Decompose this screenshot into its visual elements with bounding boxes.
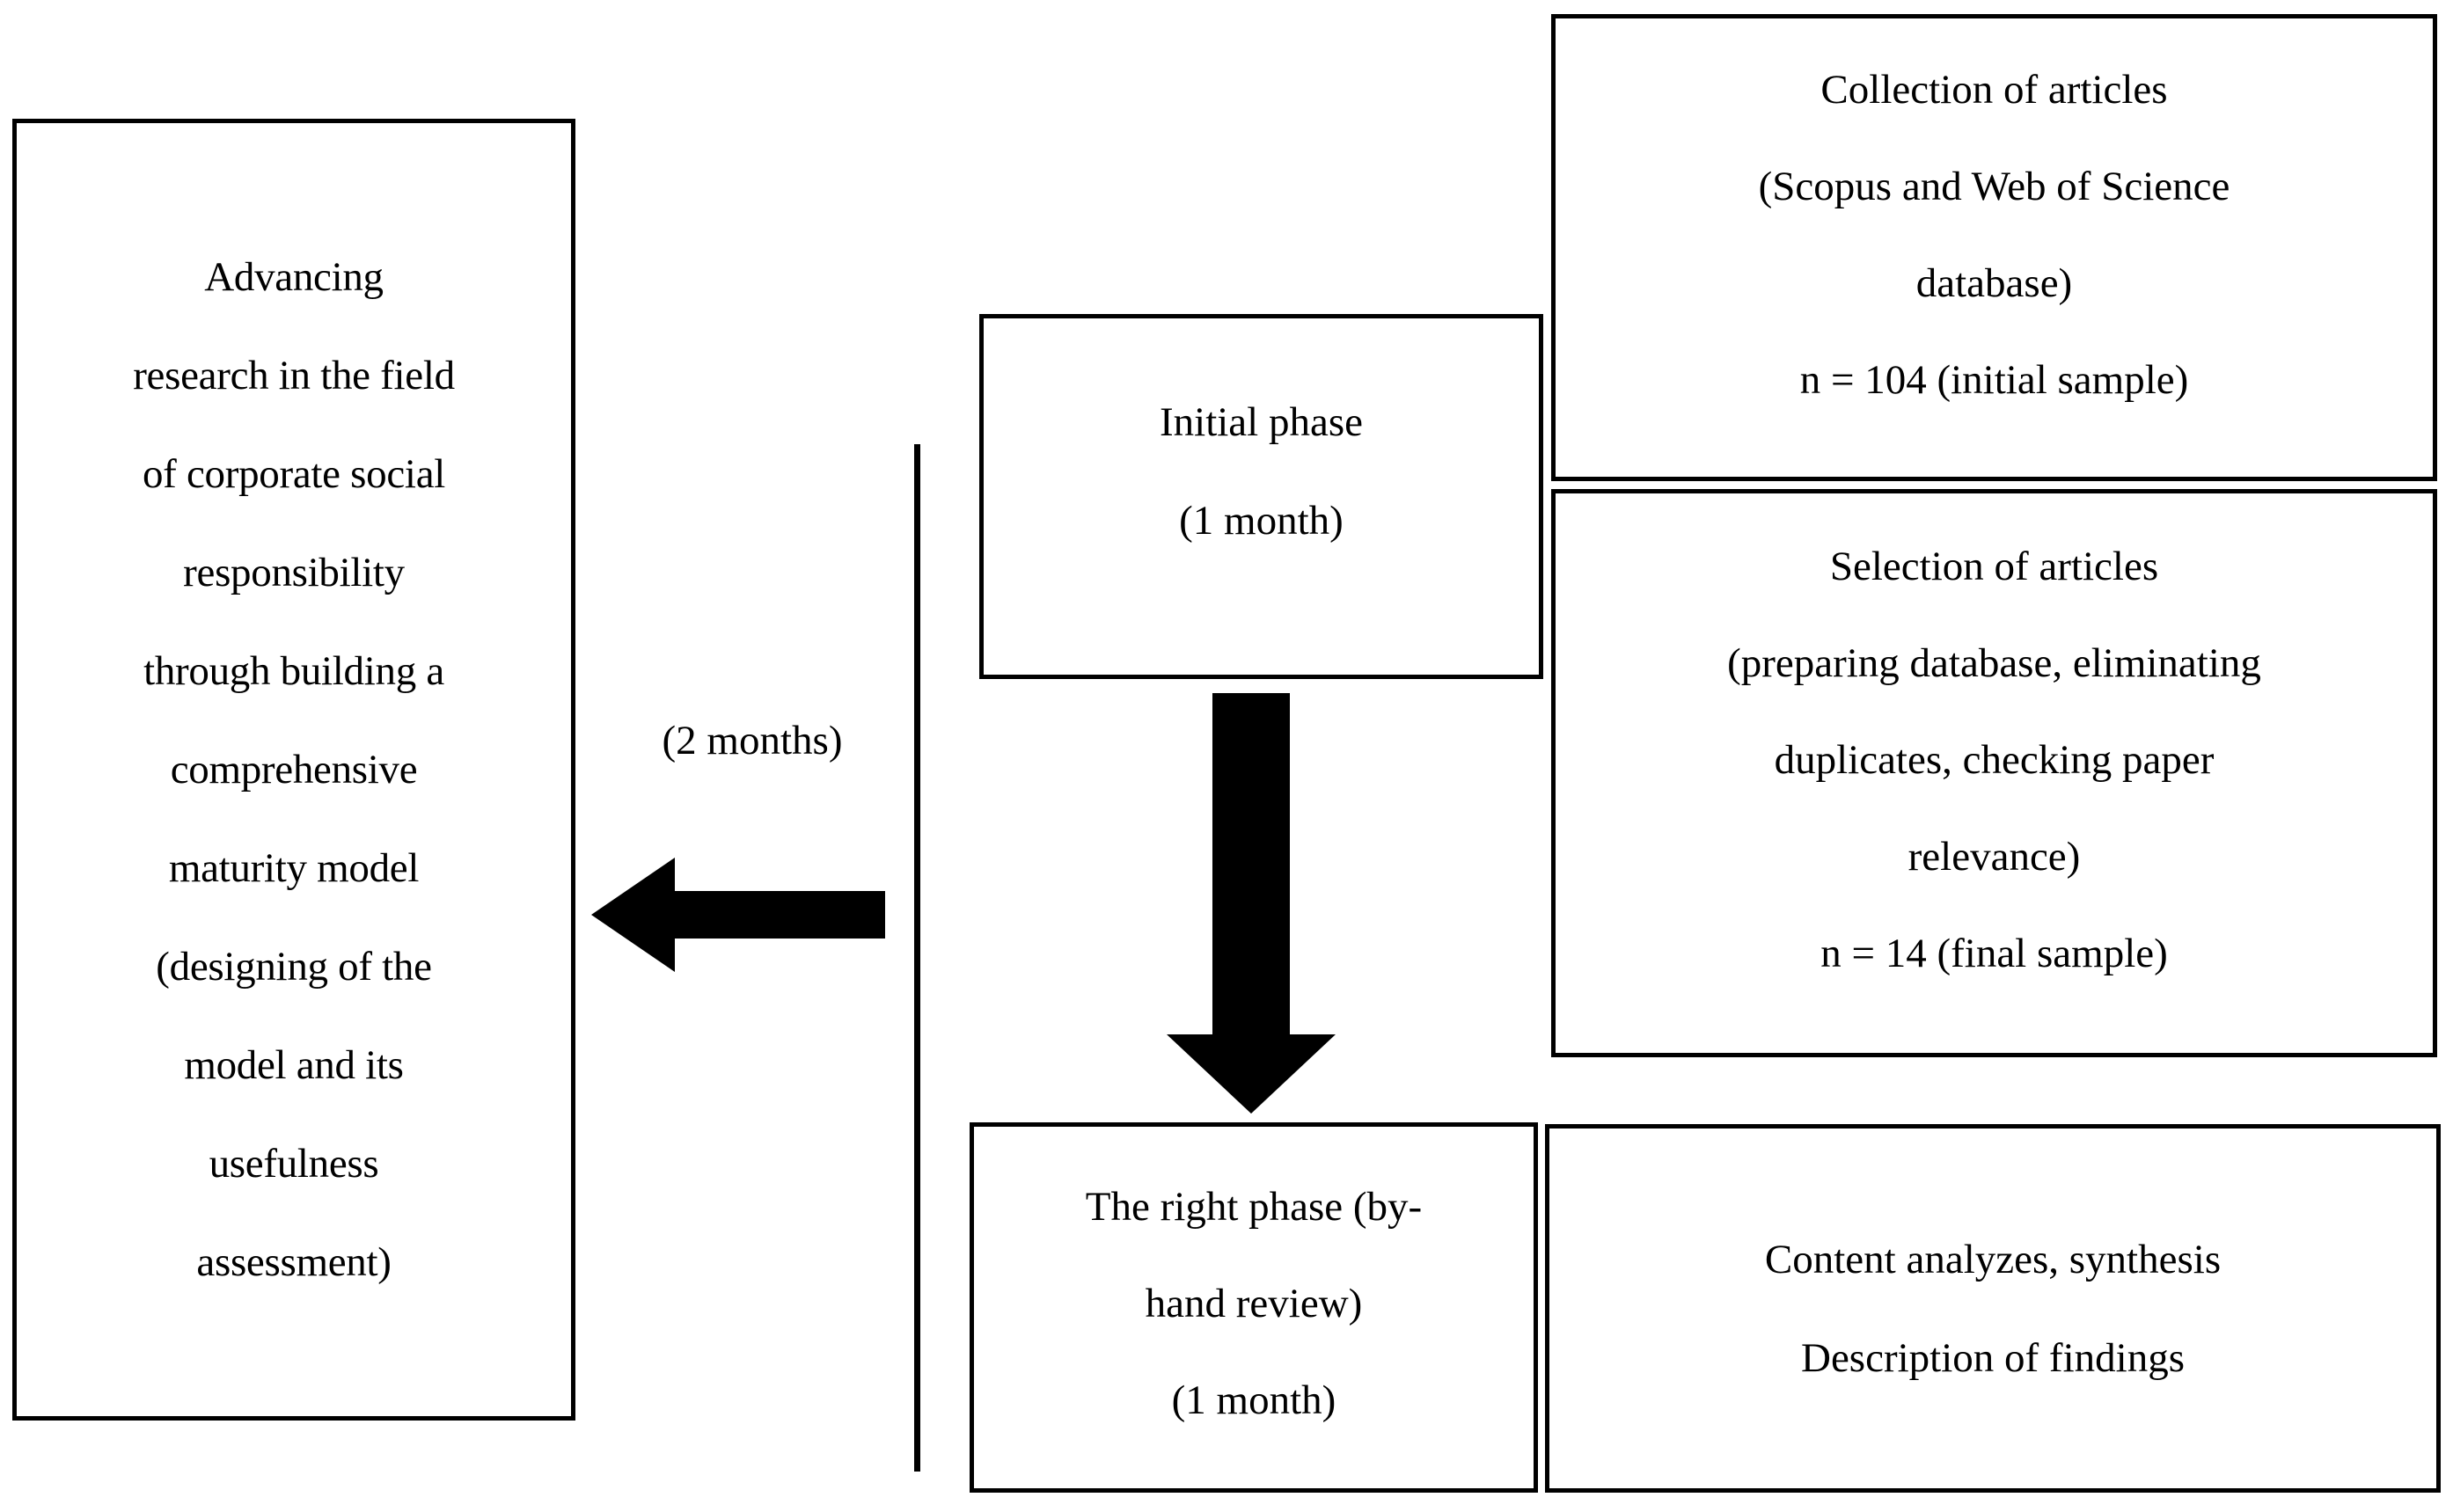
- box-selection-line-1: Selection of articles: [1829, 544, 2159, 589]
- box-research-objective: Advancing research in the field of corpo…: [12, 119, 575, 1421]
- box-objective-line-2: research in the field: [133, 353, 455, 398]
- vertical-bracket-line: [914, 444, 920, 1472]
- box-objective-line-6: comprehensive: [170, 747, 418, 793]
- box-objective-line-3: of corporate social: [142, 451, 446, 497]
- box-objective-line-4: responsibility: [183, 550, 405, 595]
- box-collection-of-articles: Collection of articles (Scopus and Web o…: [1551, 14, 2437, 481]
- box-content-analysis: Content analyzes, synthesis Description …: [1545, 1124, 2441, 1493]
- box-initial-phase: Initial phase (1 month): [979, 314, 1543, 679]
- box-objective-line-11: assessment): [196, 1239, 392, 1285]
- box-initial-phase-line-1: Initial phase: [1159, 399, 1363, 445]
- box-objective-line-1: Advancing: [204, 254, 384, 300]
- box-selection-line-2: (preparing database, eliminating: [1727, 640, 2261, 686]
- box-objective-line-5: through building a: [143, 648, 444, 694]
- box-right-phase-line-1: The right phase (by-: [1085, 1184, 1423, 1230]
- box-initial-phase-line-2: (1 month): [1179, 498, 1344, 544]
- box-selection-of-articles: Selection of articles (preparing databas…: [1551, 489, 2437, 1057]
- box-objective-line-9: model and its: [184, 1042, 404, 1088]
- box-objective-line-8: (designing of the: [156, 944, 432, 990]
- box-selection-line-3: duplicates, checking paper: [1774, 737, 2215, 783]
- box-content-analysis-line-1: Content analyzes, synthesis: [1764, 1236, 2222, 1282]
- box-right-phase-line-2: hand review): [1145, 1281, 1363, 1326]
- box-collection-line-4: n = 104 (initial sample): [1799, 357, 2189, 403]
- box-right-phase-line-3: (1 month): [1171, 1377, 1336, 1423]
- box-objective-line-10: usefulness: [209, 1141, 379, 1187]
- arrow-down-icon: [1167, 693, 1336, 1114]
- box-selection-line-4: relevance): [1907, 834, 2081, 880]
- label-two-months: (2 months): [662, 718, 843, 763]
- box-objective-line-7: maturity model: [168, 845, 420, 891]
- arrow-left-icon: [591, 858, 885, 972]
- box-collection-line-1: Collection of articles: [1820, 67, 2168, 113]
- box-collection-line-3: database): [1915, 260, 2073, 306]
- box-collection-line-2: (Scopus and Web of Science: [1758, 164, 2230, 209]
- box-right-phase: The right phase (by- hand review) (1 mon…: [970, 1122, 1538, 1493]
- box-selection-line-5: n = 14 (final sample): [1820, 931, 2168, 976]
- box-content-analysis-line-2: Description of findings: [1801, 1334, 2185, 1381]
